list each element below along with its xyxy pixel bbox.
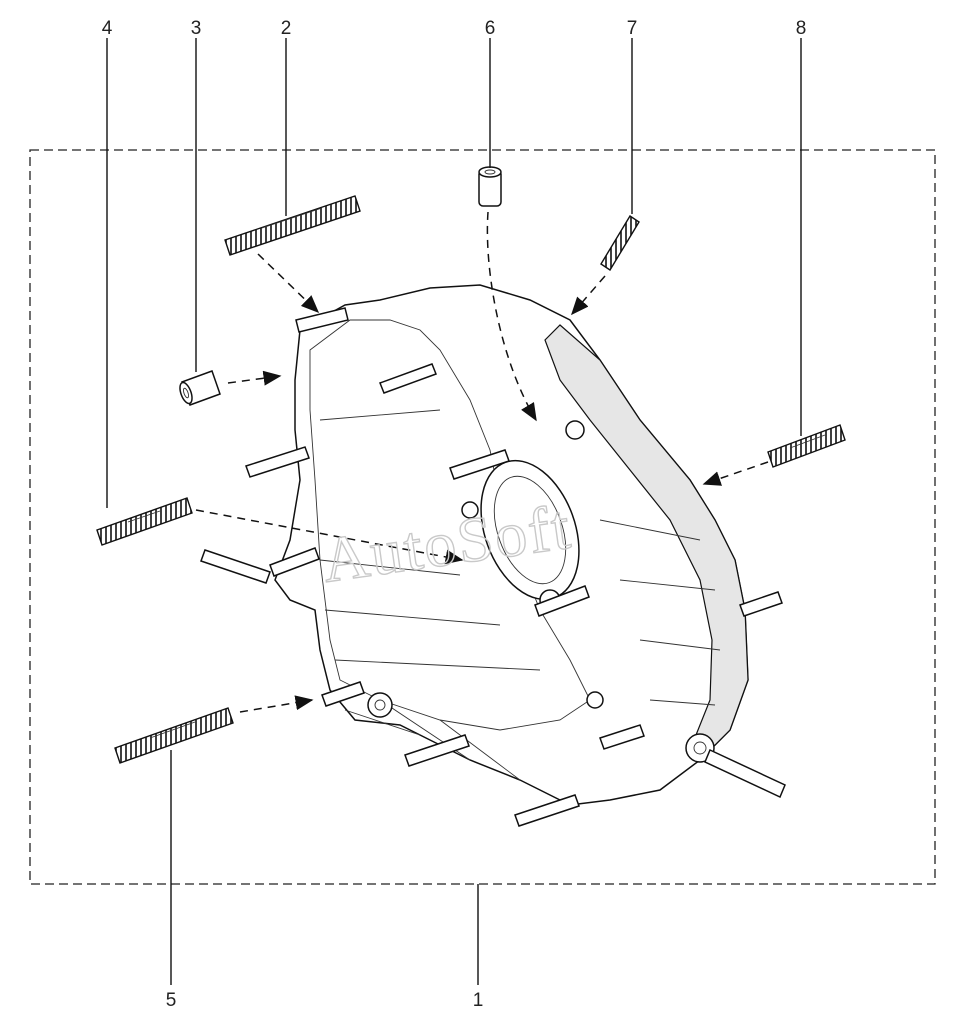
callout-5: 5	[166, 990, 177, 1011]
callout-6: 6	[485, 18, 496, 39]
arrow-part-2	[257, 253, 320, 314]
callout-7: 7	[627, 18, 638, 39]
clutch-housing	[274, 284, 749, 806]
part-8-stud	[767, 424, 846, 468]
part-5-stud	[114, 707, 234, 764]
part-2-stud	[224, 195, 361, 256]
assembly-boundary-box	[29, 149, 936, 885]
arrow-part-3	[227, 370, 282, 386]
part-7-stud	[600, 215, 640, 271]
arrow-part-7	[571, 275, 606, 316]
part-3-dowel-sleeve	[179, 370, 221, 406]
callout-1: 1	[473, 990, 484, 1011]
callout-4: 4	[102, 18, 113, 39]
callout-8: 8	[796, 18, 807, 39]
arrow-part-6	[486, 211, 537, 422]
leader-lines	[106, 38, 802, 985]
installed-studs	[200, 307, 786, 827]
part-6-dowel-bush	[478, 166, 502, 207]
arrow-part-5	[239, 695, 314, 713]
callout-2: 2	[281, 18, 292, 39]
assembly-arrows	[195, 211, 769, 713]
arrow-part-4	[195, 509, 464, 565]
arrow-part-8	[702, 461, 769, 486]
part-4-stud	[96, 497, 193, 546]
callout-3: 3	[191, 18, 202, 39]
callout-labels: 4 3 2 6 7 8 5 1	[102, 18, 807, 1011]
